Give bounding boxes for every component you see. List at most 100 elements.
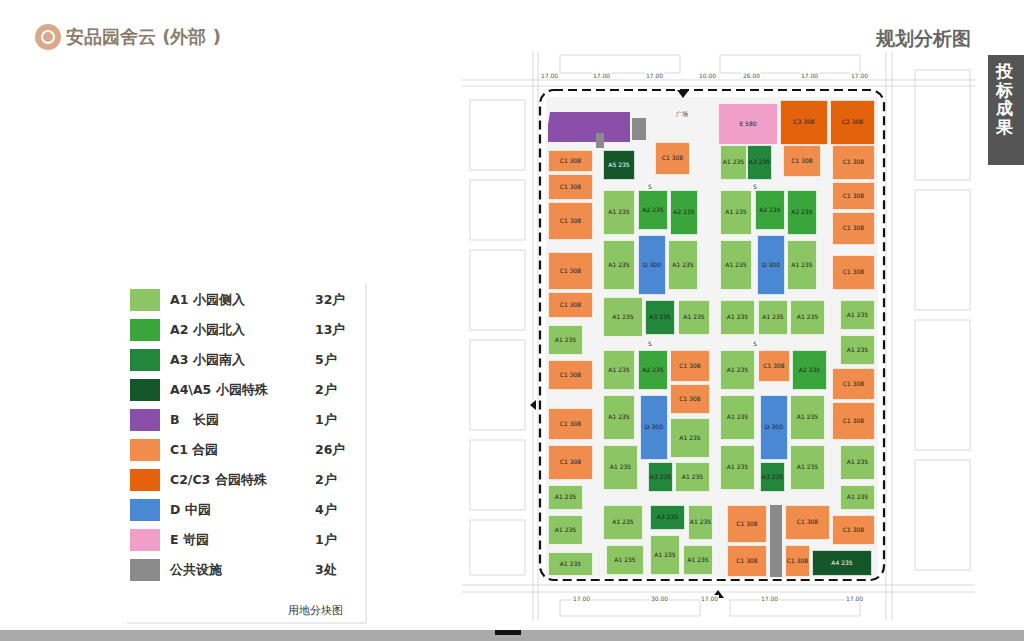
plot-block: A1 235 [840,445,875,480]
dimension: 17.00 [700,595,719,602]
plot-block: A2 235 [792,350,827,390]
plot-code: A3 235 [762,474,783,481]
plot-block: A1 235 [548,552,593,576]
plot-block: A1 235 [720,445,755,490]
plot-code: C1 308 [560,372,581,379]
plot-code: A3 235 [649,314,670,321]
plot-code: A1 235 [560,561,581,568]
plot-block: C1 308 [548,360,593,390]
plot-code: A1 235 [682,474,703,481]
plot-code: A1 235 [608,262,629,269]
plot-block: C1 308 [785,545,810,577]
plot-block: A1 235 [603,350,635,390]
plot-block: C1 308 [832,182,875,210]
plot-code: A3 235 [657,514,678,521]
plot-block: A1 235 [688,505,713,540]
legend-text: A3 小园南入 [170,352,245,369]
legend-swatch [130,349,160,371]
legend-text: A4\A5 小园特殊 [170,382,268,399]
plot-block: C1 308 [832,145,875,180]
plot-code: C1 308 [679,396,700,403]
plot-block: C1 308 [785,505,830,540]
plot-block: C1 308 [655,142,690,175]
plot-code: C1 308 [843,225,864,232]
plot-code: A1 235 [847,312,868,319]
plot-block: A2 235 [787,190,817,235]
plot-block: E 580 [718,103,778,145]
plot-code: A1 235 [608,367,629,374]
plot-code: A1 235 [555,337,576,344]
plot-code: C1 308 [736,521,757,528]
plot-code: A1 235 [727,414,748,421]
plot-code: A1 235 [683,314,704,321]
plot-code: A1 235 [727,464,748,471]
dimension: 17.00 [645,72,664,79]
plot-block: C1 308 [758,350,790,382]
plot-code: A1 235 [608,209,629,216]
plot-code: D 300 [643,262,661,269]
legend-text: 公共设施 [170,562,222,579]
plot-code: A1 235 [614,557,635,564]
plot-code: D 300 [765,424,783,431]
count: 32户 [315,292,345,309]
plot-block: A1 235 [603,445,638,490]
dimension: 17.00 [592,72,611,79]
plot-code: A1 235 [797,314,818,321]
plot-code: A4 235 [831,560,852,567]
plot-block: C1 308 [832,368,875,400]
plot-code: C1 308 [843,527,864,534]
plot-code: A1 235 [847,459,868,466]
plot-block: A2 235 [670,190,698,235]
legend-text: D 中园 [170,502,211,519]
plot-code: C1 308 [560,459,581,466]
plot-block: A1 235 [790,445,825,490]
legend-text: B 长园 [170,412,219,429]
plot-code: A1 235 [555,527,576,534]
plot-block: A1 235 [548,485,583,510]
plot-block: A3 235 [645,300,675,335]
tab-label: 投标成果 [996,62,1013,137]
plot-block: A1 235 [650,535,680,575]
plot-block: A1 235 [720,395,755,440]
plot-code: C1 308 [560,268,581,275]
plot-block: A1 235 [670,418,710,458]
plot-code: C1 308 [797,519,818,526]
count: 1户 [315,412,337,429]
plot-block: A1 235 [678,300,710,335]
legend-swatch [130,439,160,461]
plot-block: C1 308 [548,445,593,480]
legend-swatch [130,469,160,491]
plot-code: A2 235 [799,367,820,374]
legend-text: E 岢园 [170,532,209,549]
panel-caption: 用地分块图 [288,603,343,618]
dimension: 10.00 [698,72,717,79]
plot-block: C1 308 [548,252,593,290]
legend-swatch [130,319,160,341]
plot-block: A1 235 [790,395,825,440]
plot-code: A1 235 [727,314,748,321]
plot-block: A1 235 [603,240,635,290]
plot-code: C1 308 [736,558,757,565]
plot-block: A2 235 [638,350,668,390]
plot-block: C1 308 [548,174,593,200]
plot-block: C3 308 [780,100,828,145]
legend-swatch [130,529,160,551]
plot-code: A1 235 [727,367,748,374]
plot-code: A1 235 [690,519,711,526]
place-name: 广场 [676,110,688,119]
count: 2户 [315,472,337,489]
plot-block: A1 235 [840,485,875,510]
plot-code: A1 235 [654,552,675,559]
plot-code: A1 235 [555,494,576,501]
plot-block: C1 308 [783,145,821,177]
plot-code: A1 235 [725,262,746,269]
plot-block: A3 235 [648,462,673,492]
legend-text: C2/C3 合园特殊 [170,472,267,489]
plot-code: C1 308 [560,158,581,165]
plot-code: A1 235 [723,159,744,166]
plot-block: A3 235 [650,505,685,530]
plot-code: A1 235 [679,435,700,442]
service-mark: S [752,340,758,347]
plot-block: C1 308 [832,255,875,290]
plot-code: A2 235 [759,207,780,214]
